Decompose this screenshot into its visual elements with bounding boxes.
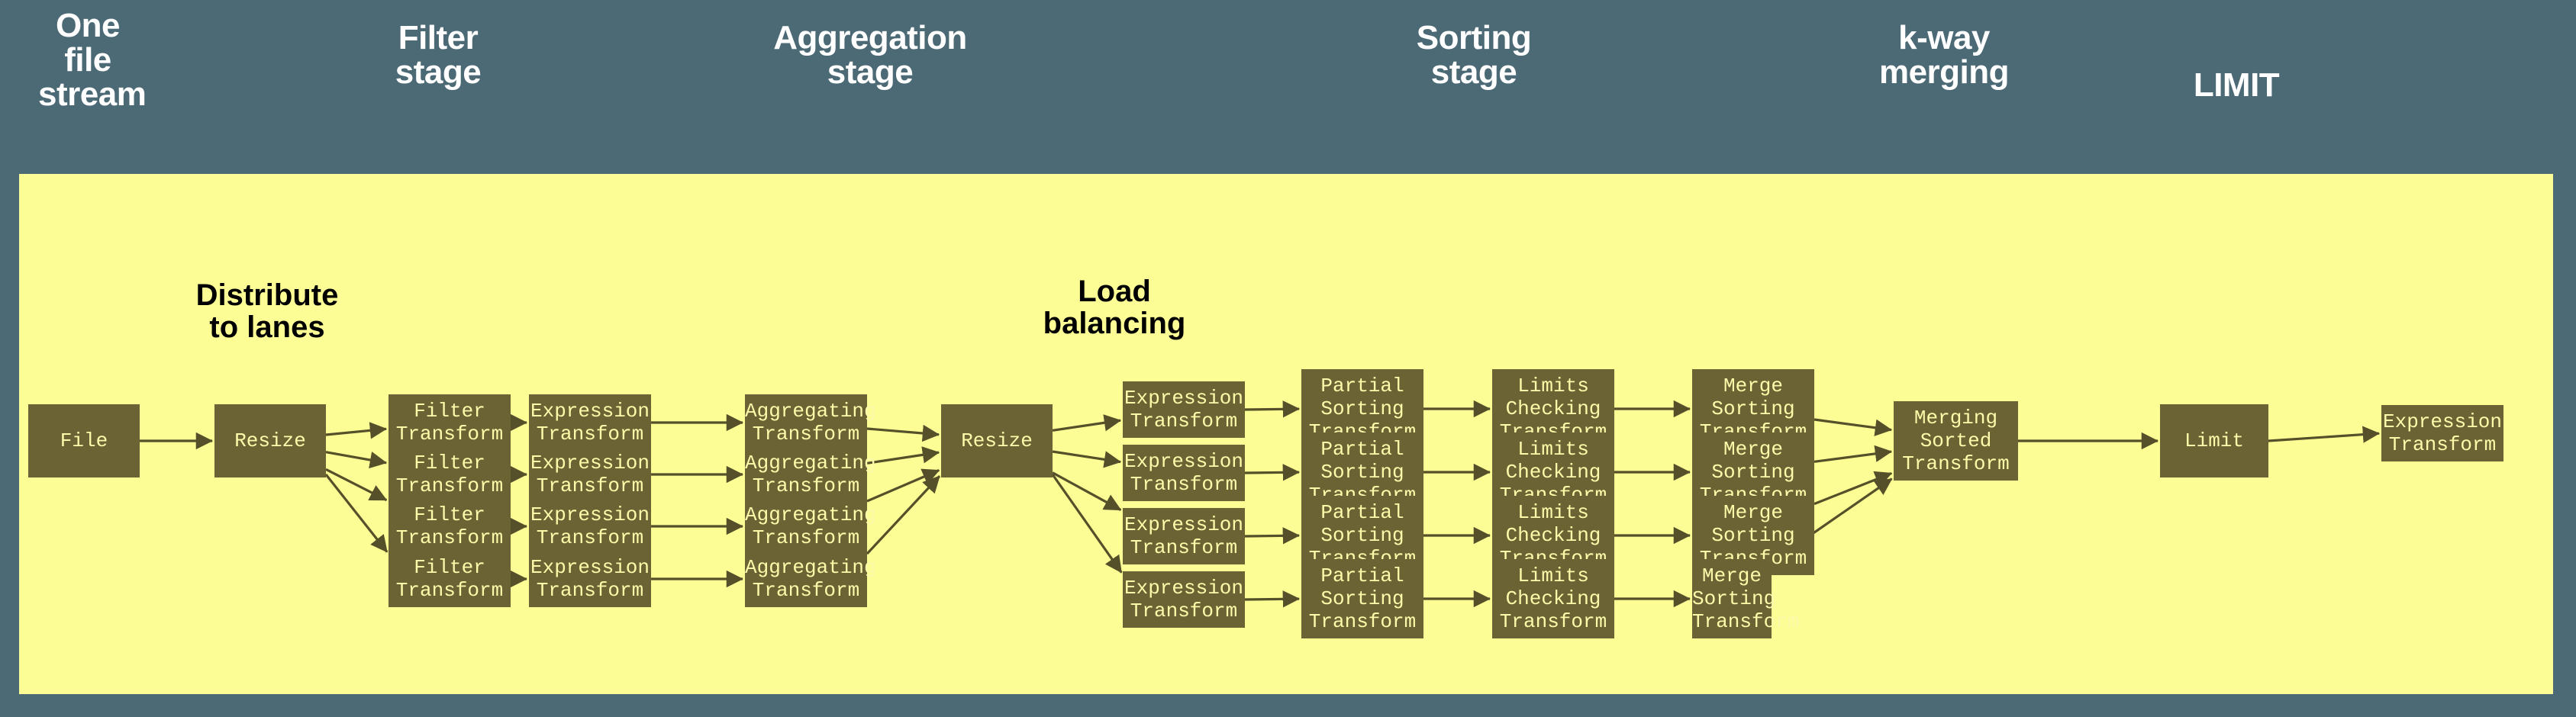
node-agg-1[interactable]: Aggregating Transform xyxy=(745,394,876,451)
node-label: Aggregating Transform xyxy=(745,400,876,445)
edge-resize-balance-to-expr-s-3 xyxy=(1052,471,1122,511)
edge-resize-distribute-to-filter-3 xyxy=(325,468,388,502)
edge-resize-balance-to-expr-s-4 xyxy=(1051,474,1123,574)
node-expr-final[interactable]: Expression Transform xyxy=(2381,405,2503,461)
node-resize-balance[interactable]: Resize xyxy=(941,404,1053,477)
node-label: Merge Sorting Transform xyxy=(1692,564,1800,633)
node-label: Filter Transform xyxy=(395,556,504,602)
node-label: Filter Transform xyxy=(395,452,504,497)
edge-expr-s-1-to-partial-sort-1 xyxy=(1244,400,1301,418)
node-filter-4[interactable]: Filter Transform xyxy=(388,551,511,607)
edge-resize-balance-to-expr-s-2 xyxy=(1052,450,1122,468)
node-file[interactable]: File xyxy=(28,404,140,477)
node-agg-2[interactable]: Aggregating Transform xyxy=(745,446,876,503)
edge-limit-to-expr-final xyxy=(2268,426,2381,443)
node-label: Expression Transform xyxy=(530,556,650,602)
node-resize-distribute[interactable]: Resize xyxy=(214,404,326,477)
node-label: Expression Transform xyxy=(530,503,650,549)
edge-merge-sort-2-to-merging-sorted xyxy=(1814,445,1893,463)
node-agg-4[interactable]: Aggregating Transform xyxy=(745,551,876,607)
edge-agg-3-to-resize-balance xyxy=(866,468,940,503)
stage-header-limit-stage: LIMIT xyxy=(2193,66,2280,104)
node-label: Filter Transform xyxy=(395,400,504,445)
node-merge-sort-4[interactable]: Merge Sorting Transform xyxy=(1692,559,1800,638)
node-label: Expression Transform xyxy=(1124,513,1244,559)
node-label: Expression Transform xyxy=(1124,577,1244,622)
stage-header-sorting-stage: Sorting stage xyxy=(1416,19,1532,91)
node-filter-3[interactable]: Filter Transform xyxy=(388,498,511,555)
node-label: Aggregating Transform xyxy=(745,503,876,549)
edge-resize-balance-to-expr-s-1 xyxy=(1052,414,1122,432)
stage-header-filter-stage: Filter stage xyxy=(395,19,482,91)
node-label: File xyxy=(60,429,108,452)
stage-header-aggregation-stage: Aggregation stage xyxy=(773,19,967,91)
edge-expr-s-4-to-partial-sort-4 xyxy=(1244,590,1301,608)
node-label: Aggregating Transform xyxy=(745,452,876,497)
node-label: Limit xyxy=(2184,429,2244,452)
node-partial-sort-4[interactable]: Partial Sorting Transform xyxy=(1301,559,1423,638)
edge-resize-distribute-to-filter-2 xyxy=(325,451,388,469)
node-expr-f-1[interactable]: Expression Transform xyxy=(529,394,651,451)
edge-layer xyxy=(140,400,2381,608)
edge-resize-distribute-to-filter-4 xyxy=(324,474,388,553)
node-filter-2[interactable]: Filter Transform xyxy=(388,446,511,503)
node-label: Expression Transform xyxy=(530,400,650,445)
edge-expr-s-3-to-partial-sort-3 xyxy=(1244,527,1301,545)
node-expr-s-3[interactable]: Expression Transform xyxy=(1123,508,1245,564)
node-agg-3[interactable]: Aggregating Transform xyxy=(745,498,876,555)
edge-resize-distribute-to-filter-1 xyxy=(325,422,388,439)
node-merging-sorted[interactable]: Merging Sorted Transform xyxy=(1894,401,2018,481)
node-expr-s-2[interactable]: Expression Transform xyxy=(1123,445,1245,501)
node-expr-f-3[interactable]: Expression Transform xyxy=(529,498,651,555)
node-label: Expression Transform xyxy=(1124,450,1244,496)
annotation-distribute-to-lanes: Distribute to lanes xyxy=(195,278,339,344)
edge-agg-4-to-resize-balance xyxy=(866,475,941,555)
node-label: Resize xyxy=(961,429,1033,452)
node-filter-1[interactable]: Filter Transform xyxy=(388,394,511,451)
node-expr-s-4[interactable]: Expression Transform xyxy=(1123,571,1245,628)
node-label: Filter Transform xyxy=(395,503,504,549)
edge-expr-s-2-to-partial-sort-2 xyxy=(1244,464,1301,481)
node-limit[interactable]: Limit xyxy=(2160,404,2268,477)
edge-agg-2-to-resize-balance xyxy=(866,446,940,465)
node-expr-s-1[interactable]: Expression Transform xyxy=(1123,381,1245,438)
annotation-load-balancing: Load balancing xyxy=(1043,275,1186,340)
node-label: Expression Transform xyxy=(530,452,650,497)
node-limits-check-4[interactable]: Limits Checking Transform xyxy=(1492,559,1614,638)
node-label: Aggregating Transform xyxy=(745,556,876,602)
edge-merge-sort-1-to-merging-sorted xyxy=(1814,418,1893,436)
stage-header-k-way-merging: k-way merging xyxy=(1878,19,2010,91)
node-expr-f-2[interactable]: Expression Transform xyxy=(529,446,651,503)
edge-agg-1-to-resize-balance xyxy=(866,424,940,442)
node-label: Partial Sorting Transform xyxy=(1308,564,1417,633)
node-expr-f-4[interactable]: Expression Transform xyxy=(529,551,651,607)
stage-header-one-file-stream: One file stream xyxy=(38,7,147,113)
edge-merge-sort-3-to-merging-sorted xyxy=(1814,471,1893,506)
node-label: Merging Sorted Transform xyxy=(1902,407,2010,475)
node-label: Expression Transform xyxy=(1124,387,1244,432)
node-label: Resize xyxy=(234,429,306,452)
node-label: Expression Transform xyxy=(2382,410,2503,456)
node-label: Limits Checking Transform xyxy=(1499,564,1607,633)
